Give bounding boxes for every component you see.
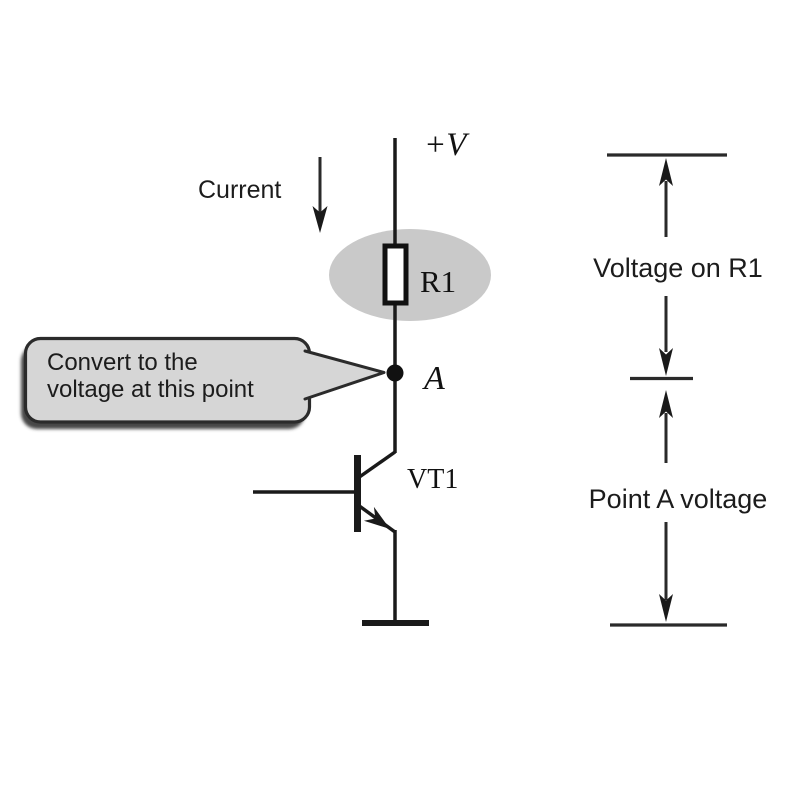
circuit-wires <box>362 138 429 626</box>
current-arrow-icon <box>312 157 328 233</box>
dim-arrow-down-bottom <box>659 522 673 622</box>
callout-text-line1: Convert to the <box>47 349 198 376</box>
node-a-dot <box>386 364 404 382</box>
dim-arrow-up-top <box>659 158 673 237</box>
resistor-highlight-ellipse <box>329 229 491 321</box>
resistor-symbol <box>382 243 409 306</box>
callout-tail <box>305 351 384 399</box>
transistor-symbol <box>253 450 397 534</box>
callout-text-line2: voltage at this point <box>47 376 254 403</box>
transistor-collector <box>356 450 397 480</box>
supply-label: +V <box>424 127 470 163</box>
dim-label-voltage-r1: Voltage on R1 <box>593 253 763 283</box>
callout-tail-outline <box>303 349 386 401</box>
voltage-dimension-group <box>607 153 727 627</box>
transistor-label: VT1 <box>407 464 458 495</box>
callout-bubble: Convert to the voltage at this point <box>21 336 386 429</box>
current-arrow-head <box>312 206 328 233</box>
node-label: A <box>422 360 445 397</box>
dim-label-point-a-voltage: Point A voltage <box>589 484 768 514</box>
current-label: Current <box>198 176 281 204</box>
dim-arrow-down-middle <box>659 296 673 376</box>
dim-arrow-up-middle <box>659 390 673 463</box>
resistor-label: R1 <box>420 264 456 299</box>
emitter-arrow-icon <box>363 506 390 529</box>
